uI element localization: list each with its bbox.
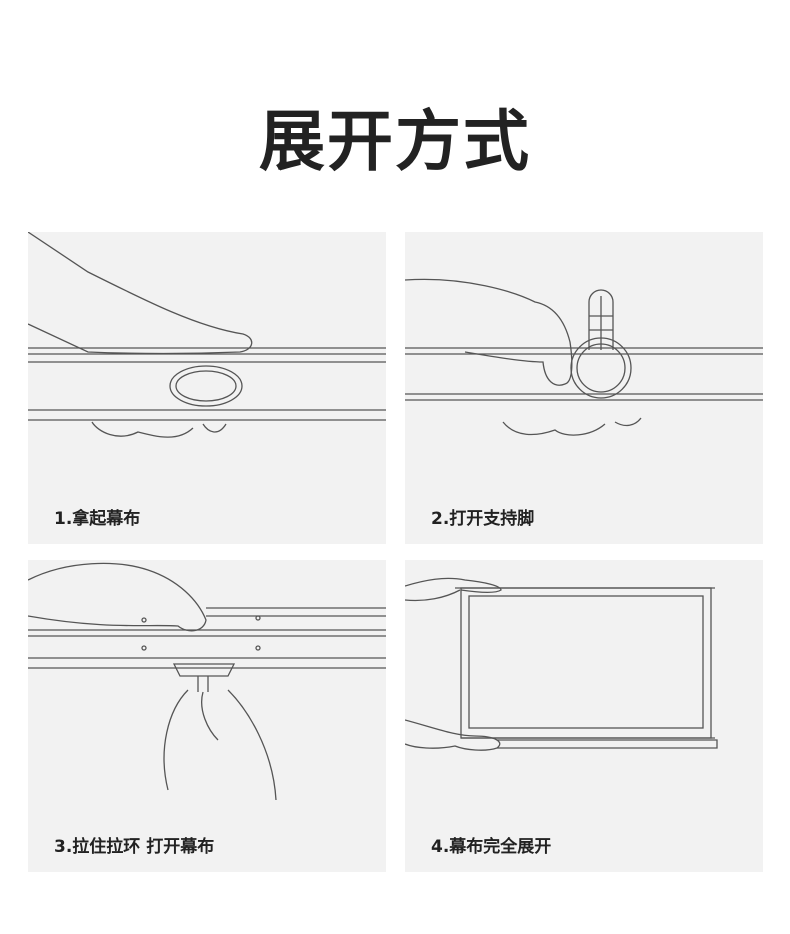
step-2-panel: 2.打开支持脚 [405, 232, 763, 544]
step-3-panel: 3.拉住拉环 打开幕布 [28, 560, 386, 872]
step-2-label: 2.打开支持脚 [431, 509, 535, 529]
step-3-label: 3.拉住拉环 打开幕布 [54, 837, 215, 857]
step-2-illustration [405, 278, 763, 436]
step-3-illustration [28, 562, 386, 801]
step-1-illustration [28, 232, 386, 438]
step-4-panel: 4.幕布完全展开 [405, 560, 763, 872]
step-4-illustration [405, 577, 718, 751]
step-4-label: 4.幕布完全展开 [431, 837, 552, 857]
page-title: 展开方式 [259, 103, 531, 180]
step-1-panel: 1.拿起幕布 [28, 232, 386, 544]
step-1-label: 1.拿起幕布 [54, 509, 141, 529]
